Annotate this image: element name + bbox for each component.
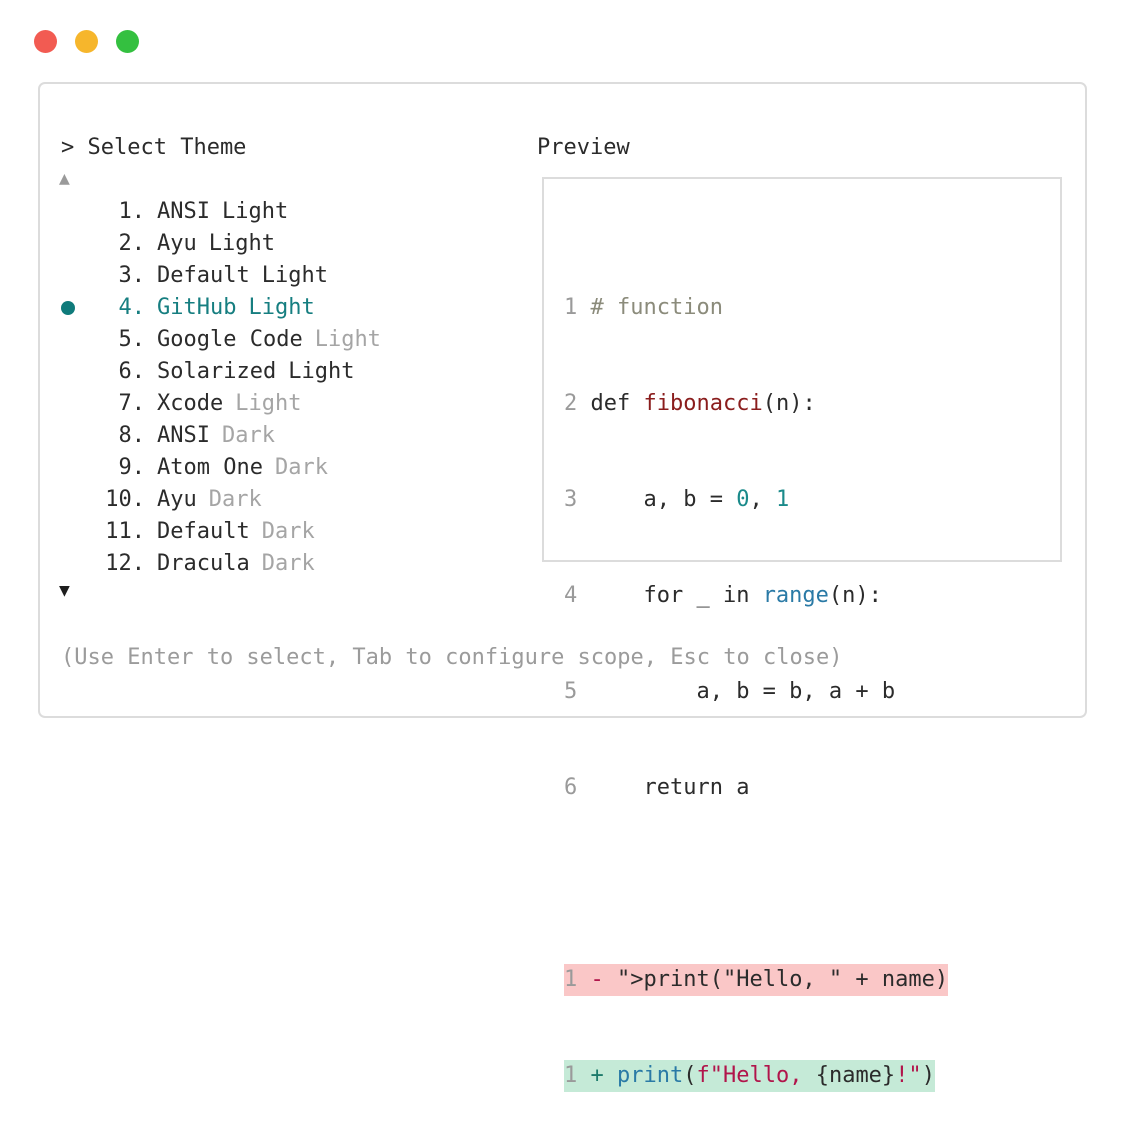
theme-name: Xcode xyxy=(157,391,224,416)
theme-option[interactable]: 5. Google Code Light xyxy=(60,324,381,356)
theme-number: 9. xyxy=(118,455,146,480)
theme-number: 2. xyxy=(118,231,146,256)
select-theme-title: > Select Theme xyxy=(61,135,247,160)
code-line: 4 for _ in range(n): xyxy=(564,580,948,612)
line-number: 2 xyxy=(564,391,578,416)
diff-added-line: 1 + print(f"Hello, {name}!") xyxy=(564,1060,948,1092)
blank-line xyxy=(564,868,948,900)
theme-option[interactable]: 6. Solarized Light xyxy=(60,356,381,388)
theme-name: Ayu xyxy=(157,487,197,512)
minimize-window-button[interactable] xyxy=(75,30,98,53)
theme-name: Default xyxy=(157,519,250,544)
theme-variant: Light xyxy=(235,391,302,416)
code-text: return a xyxy=(590,775,750,800)
theme-number: 6. xyxy=(118,359,146,384)
theme-variant: Dark xyxy=(261,519,315,544)
theme-option[interactable]: 8. ANSI Dark xyxy=(60,420,381,452)
code-line: 1 # function xyxy=(564,292,948,324)
theme-option[interactable]: 2. Ayu Light xyxy=(60,228,381,260)
theme-number: 11. xyxy=(105,519,145,544)
theme-name: Google Code xyxy=(157,327,303,352)
theme-number: 10. xyxy=(105,487,145,512)
theme-number: 4. xyxy=(118,295,146,320)
terminal-frame xyxy=(38,82,1087,718)
theme-name: ANSI xyxy=(157,199,210,224)
theme-option[interactable]: 7. Xcode Light xyxy=(60,388,381,420)
code-text: def fibonacci(n): xyxy=(590,391,816,416)
code-line: 6 return a xyxy=(564,772,948,804)
theme-name: Ayu xyxy=(157,231,197,256)
theme-variant: Dark xyxy=(261,551,315,576)
theme-variant: Dark xyxy=(208,487,262,512)
theme-variant: Dark xyxy=(274,455,328,480)
preview-title: Preview xyxy=(537,135,630,160)
theme-number: 8. xyxy=(118,423,146,448)
line-number: 6 xyxy=(564,775,578,800)
preview-panel xyxy=(542,177,1062,562)
theme-variant: Light xyxy=(314,327,381,352)
close-window-button[interactable] xyxy=(34,30,57,53)
keyboard-hint: (Use Enter to select, Tab to configure s… xyxy=(61,645,843,670)
line-number: 4 xyxy=(564,583,578,608)
theme-name: GitHub xyxy=(157,295,237,320)
theme-option[interactable]: 10. Ayu Dark xyxy=(60,484,381,516)
line-number: 3 xyxy=(564,487,578,512)
theme-option[interactable]: 1. ANSI Light xyxy=(60,196,381,228)
theme-name: Default xyxy=(157,263,250,288)
theme-variant: Light xyxy=(221,199,289,224)
scroll-up-icon[interactable]: ▲ xyxy=(59,168,70,189)
theme-number: 1. xyxy=(118,199,146,224)
theme-variant: Light xyxy=(261,263,328,288)
line-number: 5 xyxy=(564,679,578,704)
code-line: 2 def fibonacci(n): xyxy=(564,388,948,420)
theme-option[interactable]: 3. Default Light xyxy=(60,260,381,292)
theme-name: Atom One xyxy=(157,455,263,480)
theme-variant: Light xyxy=(208,231,275,256)
theme-name: Dracula xyxy=(157,551,250,576)
theme-option[interactable]: 11. Default Dark xyxy=(60,516,381,548)
theme-variant: Light xyxy=(248,295,315,320)
theme-number: 12. xyxy=(105,551,145,576)
code-text: for _ in range(n): xyxy=(590,583,882,608)
theme-number: 3. xyxy=(118,263,146,288)
theme-option[interactable]: 4. GitHub Light xyxy=(60,292,381,324)
theme-name: Solarized xyxy=(157,359,277,384)
theme-number: 7. xyxy=(118,391,146,416)
theme-name: ANSI xyxy=(157,423,210,448)
code-text: a, b = b, a + b xyxy=(590,679,896,704)
maximize-window-button[interactable] xyxy=(116,30,139,53)
theme-option[interactable]: 9. Atom One Dark xyxy=(60,452,381,484)
theme-option[interactable]: 12. Dracula Dark xyxy=(60,548,381,580)
diff-removed-line: 1 - ">print("Hello, " + name) xyxy=(564,964,949,996)
code-text: a, b = 0, 1 xyxy=(590,487,790,512)
code-preview: 1 # function 2 def fibonacci(n): 3 a, b … xyxy=(564,228,949,1124)
theme-number: 5. xyxy=(118,327,146,352)
line-number: 1 xyxy=(564,295,578,320)
code-line: 5 a, b = b, a + b xyxy=(564,676,948,708)
code-line: 3 a, b = 0, 1 xyxy=(564,484,948,516)
window-controls xyxy=(34,30,139,53)
theme-variant: Dark xyxy=(221,423,275,448)
code-comment: # function xyxy=(590,295,723,320)
scroll-down-icon[interactable]: ▼ xyxy=(59,580,70,601)
theme-variant: Light xyxy=(288,359,355,384)
